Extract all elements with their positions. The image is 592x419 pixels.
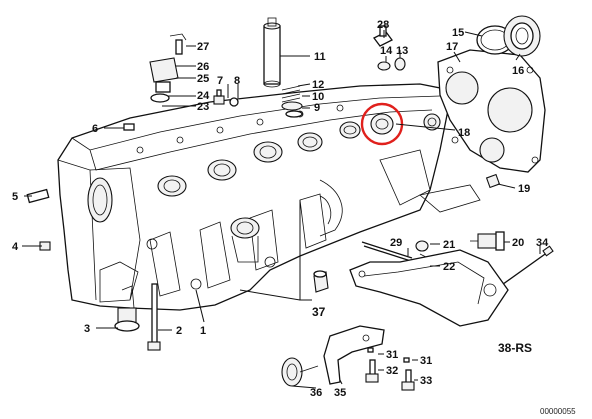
callout-5: 5: [12, 191, 18, 203]
drain-fittings: [373, 25, 406, 71]
callout-8: 8: [234, 75, 240, 87]
callout-14: 14: [380, 45, 393, 57]
reference-code: 38-RS: [498, 341, 532, 355]
spring-assembly: [281, 85, 303, 118]
callout-15: 15: [452, 27, 464, 39]
callout-34: 34: [536, 237, 549, 249]
callout-16: 16: [512, 65, 524, 77]
callout-17: 17: [446, 41, 458, 53]
callout-24: 24: [197, 90, 210, 102]
expansion-plug: [370, 113, 441, 135]
callout-18: 18: [458, 127, 470, 139]
callout-29: 29: [390, 237, 402, 249]
callout-20: 20: [512, 237, 524, 249]
callout-32: 32: [386, 365, 398, 377]
small-bolts: [365, 347, 415, 391]
callout-12: 12: [312, 79, 324, 91]
callout-28: 28: [377, 19, 389, 31]
image-number: 00000055: [540, 407, 576, 416]
callout-27: 27: [197, 41, 209, 53]
callout-21: 21: [443, 239, 455, 251]
callout-9: 9: [314, 102, 320, 114]
callout-37: 37: [312, 305, 326, 319]
callout-13: 13: [396, 45, 408, 57]
callout-2: 2: [176, 325, 182, 337]
engine-block: [57, 83, 481, 311]
callout-4: 4: [12, 241, 19, 253]
engine-mount: [114, 283, 161, 351]
rear-seal: [503, 15, 541, 57]
callout-6: 6: [92, 123, 98, 135]
callout-26: 26: [197, 61, 209, 73]
callout-31: 31: [386, 349, 398, 361]
callout-23: 23: [197, 101, 209, 113]
leader-lines: [22, 30, 541, 389]
callout-36: 36: [310, 387, 322, 399]
rear-cover-plate: [437, 49, 546, 173]
callout-33: 33: [420, 375, 432, 387]
bolts-top: [123, 89, 501, 189]
callout-31b: 31: [420, 355, 432, 367]
callout-19: 19: [518, 183, 530, 195]
callout-3: 3: [84, 323, 90, 335]
breather-pipe: [361, 241, 415, 263]
sender-unit: [470, 231, 505, 251]
callout-35: 35: [334, 387, 346, 399]
callout-22: 22: [443, 261, 455, 273]
callout-7: 7: [217, 75, 223, 87]
side-bolts: [26, 188, 51, 251]
rubber-pad: [281, 357, 319, 387]
highlight-circle: [360, 102, 404, 146]
oil-pressure-sensor: [149, 33, 187, 103]
mounting-bracket: [323, 249, 509, 385]
rubber-plug: [313, 270, 329, 293]
callout-labels: 27 26 25 24 23 7 8 11 12 10 9 6 28 14 13…: [12, 19, 549, 399]
callout-1: 1: [200, 325, 206, 337]
callout-25: 25: [197, 73, 209, 85]
guide-sleeve: [263, 17, 281, 88]
callout-10: 10: [312, 91, 324, 103]
callout-11: 11: [314, 51, 326, 63]
